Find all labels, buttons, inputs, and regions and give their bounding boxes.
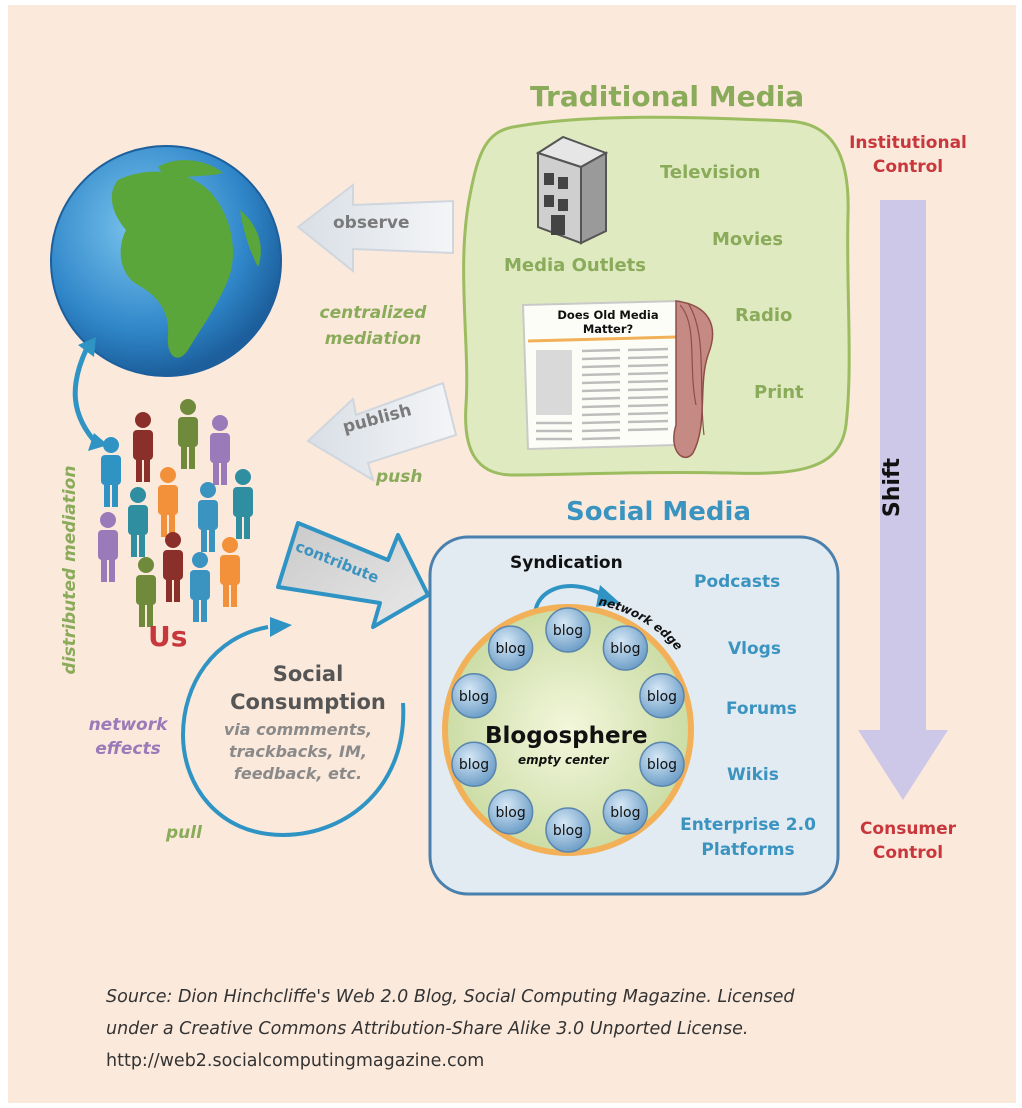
blog-bubble: blog xyxy=(602,625,649,671)
blog-label: blog xyxy=(459,757,489,773)
person-icon xyxy=(98,512,118,582)
person-icon xyxy=(136,557,156,627)
blog-label: blog xyxy=(496,805,526,821)
blog-bubble: blog xyxy=(451,673,497,719)
observe-label: observe xyxy=(333,213,410,233)
blog-bubble: blog xyxy=(639,741,685,787)
syndication-label: Syndication xyxy=(510,553,623,573)
person-icon xyxy=(158,467,178,537)
media-outlets-label: Media Outlets xyxy=(504,255,647,276)
channel-enterprise-platforms: Enterprise 2.0 Platforms xyxy=(680,815,816,860)
channel-forums: Forums xyxy=(726,699,797,719)
blog-label: blog xyxy=(610,641,640,657)
publish-arrow xyxy=(306,381,458,483)
person-icon xyxy=(210,415,230,485)
blog-label: blog xyxy=(553,823,583,839)
institutional-control-label: Institutional Control xyxy=(849,133,967,177)
channel-print: Print xyxy=(754,382,804,403)
centralized-mediation-label: centralized mediation xyxy=(319,303,427,349)
blog-label: blog xyxy=(647,689,677,705)
blog-bubble: blog xyxy=(545,607,591,653)
blog-ring: blog blog blog blog blog blog blog blog blog blog xyxy=(451,607,685,853)
shift-arrow xyxy=(858,200,948,800)
channel-wikis: Wikis xyxy=(727,765,779,785)
push-label: push xyxy=(376,467,423,487)
consumer-control-label: Consumer Control xyxy=(859,819,957,863)
blog-bubble: blog xyxy=(451,741,497,787)
channel-podcasts: Podcasts xyxy=(694,572,781,592)
observe-arrow xyxy=(296,182,454,274)
source-line-2: under a Creative Commons Attribution-Sha… xyxy=(106,1019,749,1039)
distributed-mediation-label: distributed mediation xyxy=(60,465,80,675)
person-icon xyxy=(190,552,210,622)
person-icon xyxy=(233,469,253,539)
newspaper-headline: Does Old Media Matter? xyxy=(557,308,659,336)
blog-bubble: blog xyxy=(639,673,685,719)
blog-label: blog xyxy=(459,689,489,705)
channel-movies: Movies xyxy=(712,229,784,250)
social-consumption-loop xyxy=(180,625,406,838)
person-icon xyxy=(220,537,240,607)
social-media-title: Social Media xyxy=(566,497,751,527)
us-label: Us xyxy=(148,620,188,653)
channel-radio: Radio xyxy=(735,305,793,326)
shift-label: Shift xyxy=(880,457,906,518)
contribute-arrow xyxy=(276,521,430,629)
channel-vlogs: Vlogs xyxy=(728,639,781,659)
social-consumption-detail: via commments, trackbacks, IM, feedback,… xyxy=(223,720,373,783)
blog-label: blog xyxy=(610,805,640,821)
traditional-media-title: Traditional Media xyxy=(530,80,805,113)
blog-bubble: blog xyxy=(487,625,534,671)
network-effects-label: network effects xyxy=(88,715,168,759)
pull-label: pull xyxy=(166,823,202,843)
blog-bubble: blog xyxy=(545,807,591,853)
source-line-1: Source: Dion Hinchcliffe's Web 2.0 Blog,… xyxy=(106,987,795,1007)
blog-bubble: blog xyxy=(487,789,534,835)
source-url: http://web2.socialcomputingmagazine.com xyxy=(106,1051,485,1071)
person-icon xyxy=(128,487,148,557)
person-icon xyxy=(178,399,198,469)
person-icon xyxy=(133,412,153,482)
blog-label: blog xyxy=(647,757,677,773)
globe-icon xyxy=(50,145,282,377)
person-icon xyxy=(198,482,218,552)
person-icon xyxy=(101,437,121,507)
blog-label: blog xyxy=(496,641,526,657)
channel-television: Television xyxy=(660,162,761,183)
blog-bubble: blog xyxy=(602,789,649,835)
newspaper-icon xyxy=(521,299,714,459)
people-crowd xyxy=(98,399,253,627)
globe-people-link xyxy=(72,348,100,447)
empty-center-label: empty center xyxy=(518,753,609,767)
building-icon xyxy=(535,135,609,245)
person-icon xyxy=(163,532,183,602)
diagram-canvas: blogblogblogblogblogblogblogblogblogblog… xyxy=(50,115,948,896)
blogosphere-label: Blogosphere xyxy=(485,723,648,749)
social-consumption-title: Social Consumption xyxy=(230,662,386,714)
blog-label: blog xyxy=(553,623,583,639)
